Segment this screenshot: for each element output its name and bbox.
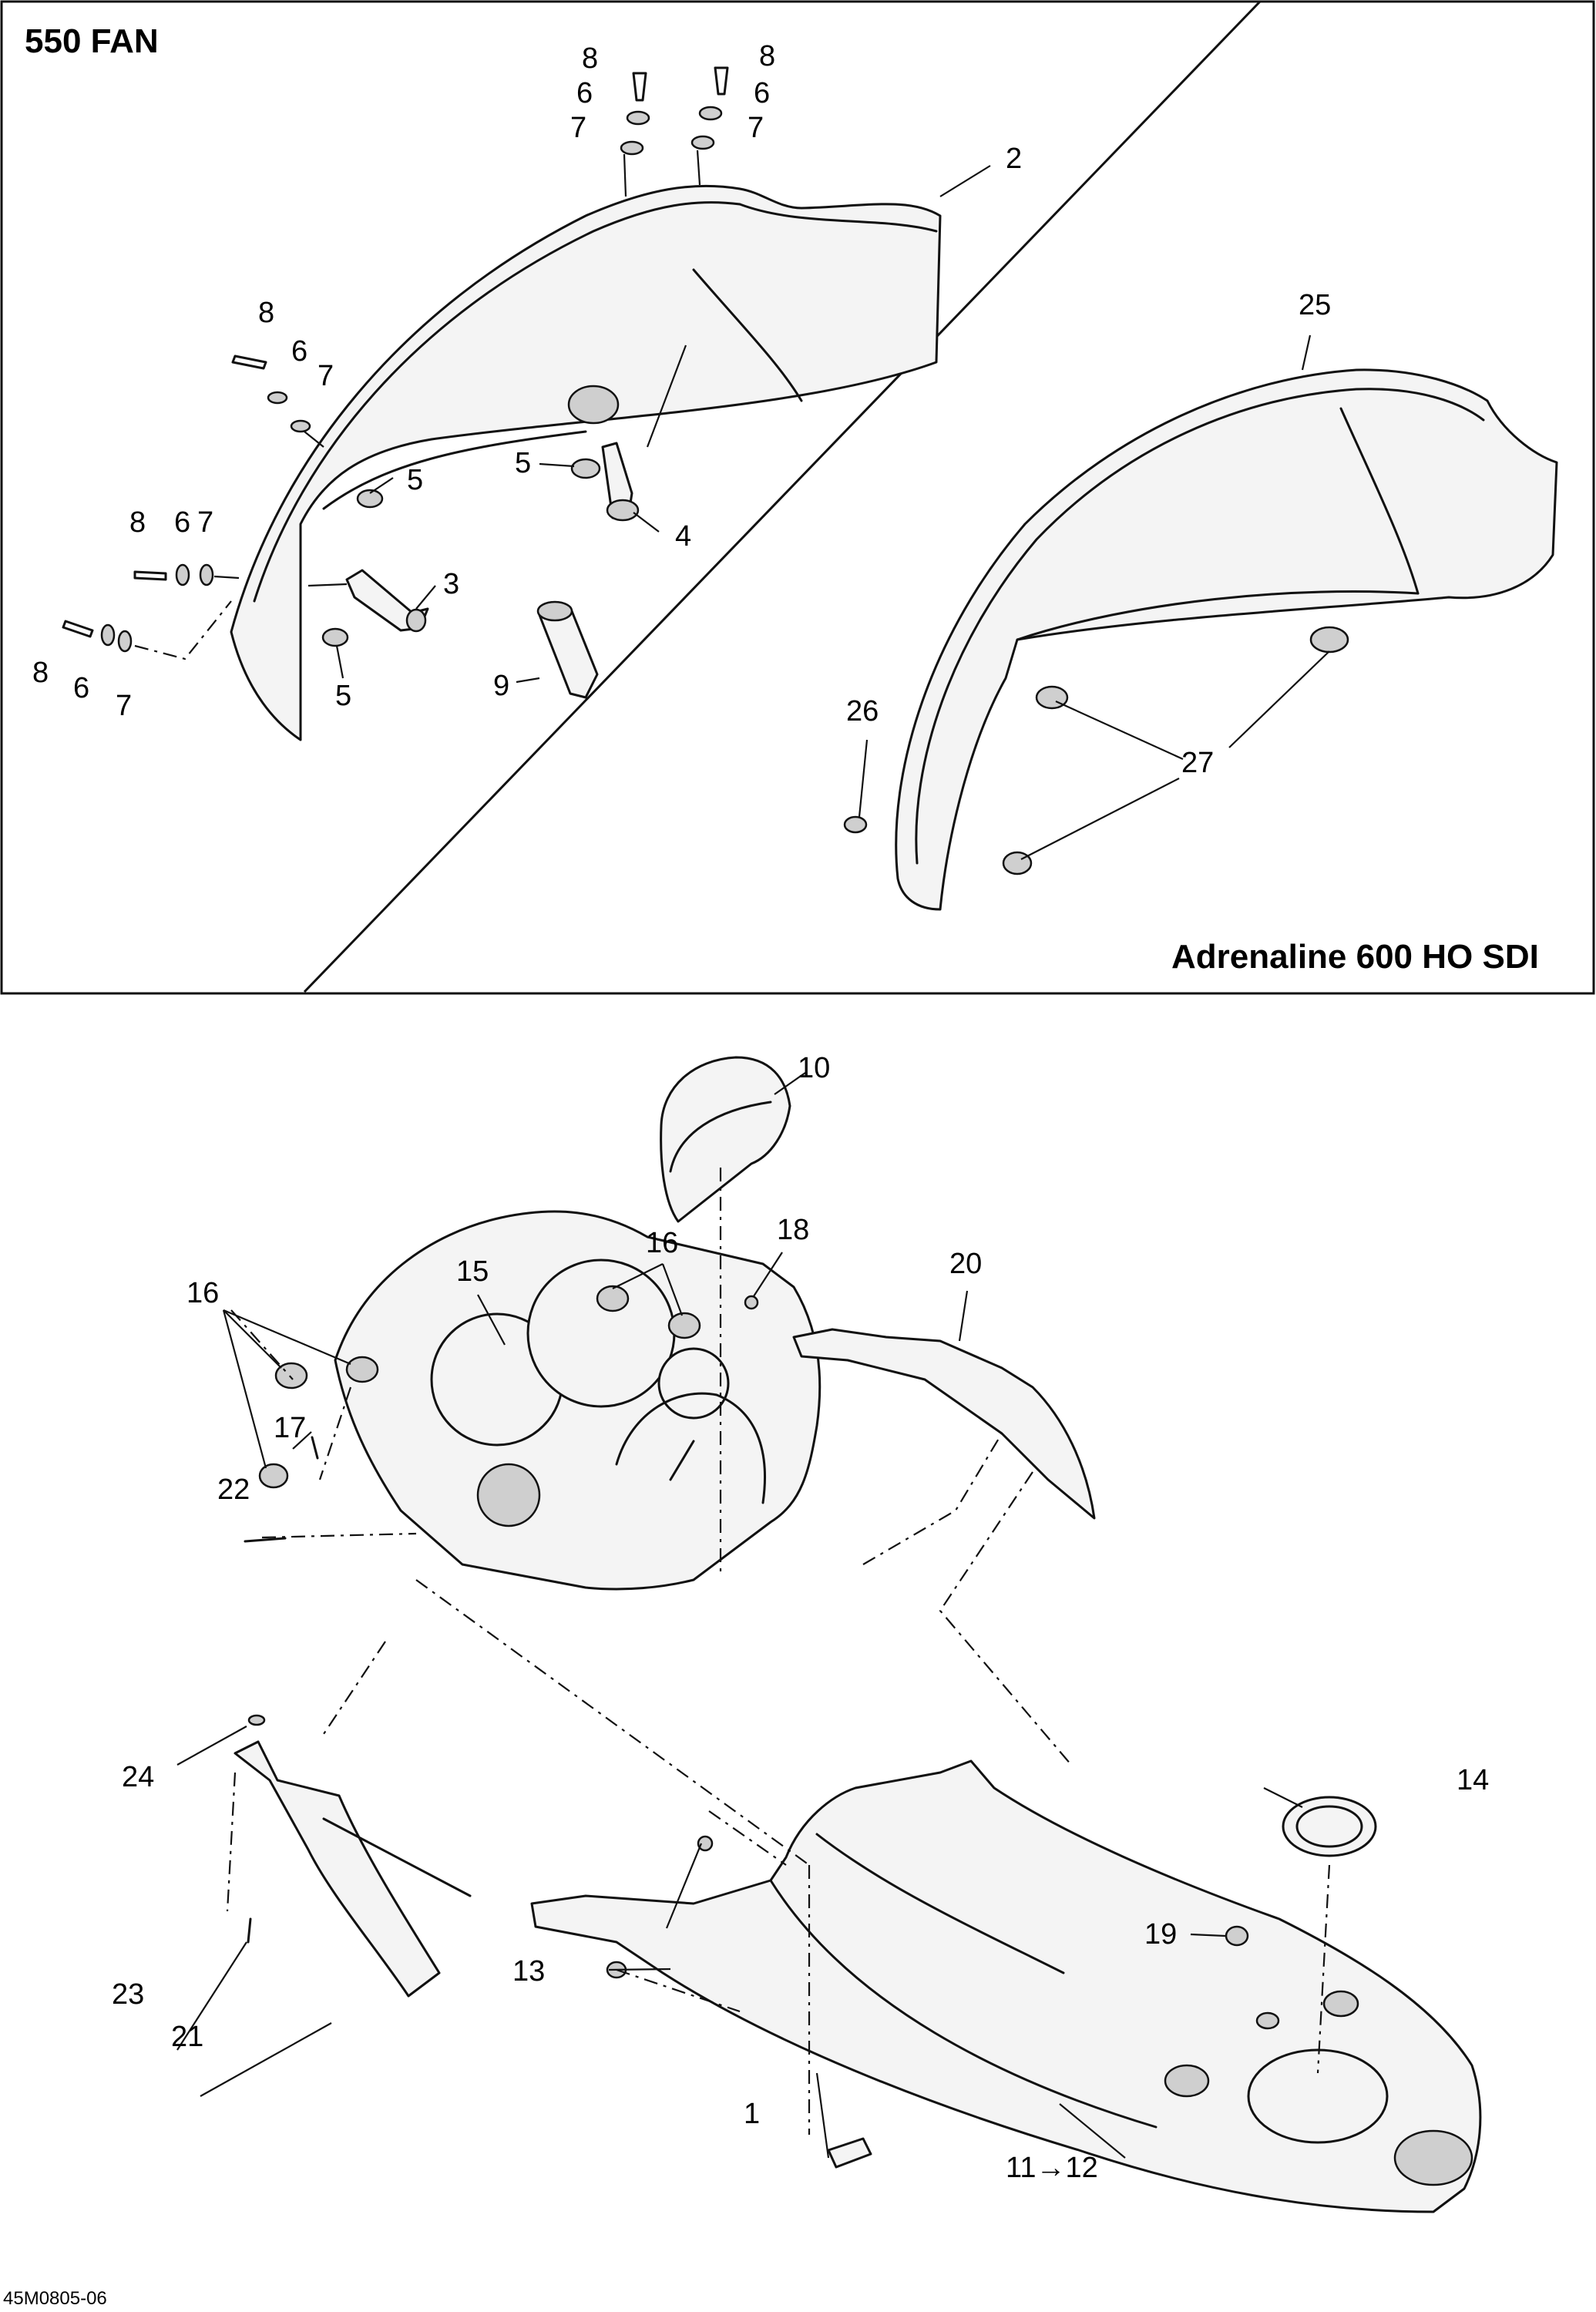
callout-26: 26 <box>846 695 879 728</box>
part-15-housing <box>334 1210 822 1591</box>
callout-5: 5 <box>407 464 423 496</box>
callout-6: 6 <box>576 77 593 109</box>
callout-6: 6 <box>291 335 307 368</box>
part-14-ring <box>1282 1796 1377 1857</box>
callout-8: 8 <box>759 40 775 72</box>
callout-25: 25 <box>1299 289 1331 321</box>
callout-labels: 8 6 7 8 6 7 2 8 6 7 5 5 4 8 6 7 3 8 6 7 … <box>32 40 1489 2184</box>
callout-18: 18 <box>777 1214 809 1246</box>
windshield-adrenaline <box>843 368 1558 911</box>
part-21-trim <box>234 1714 472 1998</box>
fastener-stack-top-left <box>620 72 650 197</box>
reference-code: 45M0805-06 <box>3 2288 107 2309</box>
callout-6: 6 <box>754 77 770 109</box>
callout-16: 16 <box>186 1277 219 1309</box>
callout-8: 8 <box>258 297 274 329</box>
callout-7: 7 <box>748 112 764 144</box>
part-5-clips <box>321 458 601 647</box>
callout-8: 8 <box>129 506 146 539</box>
part-4-clip <box>601 442 640 522</box>
panel-divider <box>303 0 1262 993</box>
part-16-grommets <box>258 1285 701 1489</box>
callout-10: 10 <box>798 1052 830 1084</box>
callout-3: 3 <box>443 568 459 600</box>
panel-label-550-fan: 550 FAN <box>25 22 159 60</box>
callout-16: 16 <box>646 1227 678 1259</box>
callout-1: 1 <box>744 2098 760 2130</box>
callout-8: 8 <box>582 42 598 75</box>
part-9-tube <box>536 600 599 699</box>
callout-9: 9 <box>493 670 509 702</box>
top-panel: 550 FAN Adrenaline 600 HO SDI <box>0 0 1595 995</box>
callout-24: 24 <box>122 1761 154 1793</box>
callout-15: 15 <box>456 1255 489 1288</box>
callout-8: 8 <box>32 657 49 689</box>
windshield-550 <box>230 184 942 741</box>
top-leaders <box>335 165 1330 860</box>
callout-27: 27 <box>1181 747 1214 779</box>
bottom-leaders <box>176 1072 1303 2159</box>
callout-23: 23 <box>112 1978 144 2011</box>
callout-5: 5 <box>515 447 531 479</box>
callout-14: 14 <box>1457 1764 1489 1796</box>
top-panel-frame <box>0 0 1595 995</box>
fastener-stack-top-right <box>690 66 729 186</box>
fastener-stack-left-lower <box>62 600 232 660</box>
callout-7: 7 <box>116 690 132 722</box>
callout-20: 20 <box>949 1248 982 1280</box>
part-1-plate <box>827 2137 872 2169</box>
callout-7: 7 <box>570 112 586 144</box>
small-hardware <box>244 1295 1249 1979</box>
callout-21: 21 <box>171 2021 203 2053</box>
bottom-panel <box>176 165 1482 2213</box>
callout-7: 7 <box>318 360 334 392</box>
callout-6: 6 <box>174 506 190 539</box>
callout-4: 4 <box>675 520 691 553</box>
fastener-stack-left-upper <box>231 355 324 448</box>
part-10-cap <box>660 1056 791 1223</box>
panel-label-adrenaline: Adrenaline 600 HO SDI <box>1171 938 1539 976</box>
callout-17: 17 <box>274 1412 306 1444</box>
callout-2: 2 <box>1006 143 1022 175</box>
part-20-side-panel <box>792 1328 1096 1520</box>
callout-7: 7 <box>197 506 213 539</box>
callout-22: 22 <box>217 1474 250 1506</box>
callout-5: 5 <box>335 680 351 712</box>
callout-13: 13 <box>512 1955 545 1988</box>
callout-19: 19 <box>1144 1918 1177 1951</box>
fastener-stack-left-middle <box>133 563 240 586</box>
callout-6: 6 <box>73 672 89 704</box>
assembly-lines <box>226 1168 1331 2135</box>
callout-11-12: 11→12 <box>1006 2152 1098 2184</box>
part-3-bracket <box>307 569 429 633</box>
part-11-console <box>530 1759 1482 2213</box>
